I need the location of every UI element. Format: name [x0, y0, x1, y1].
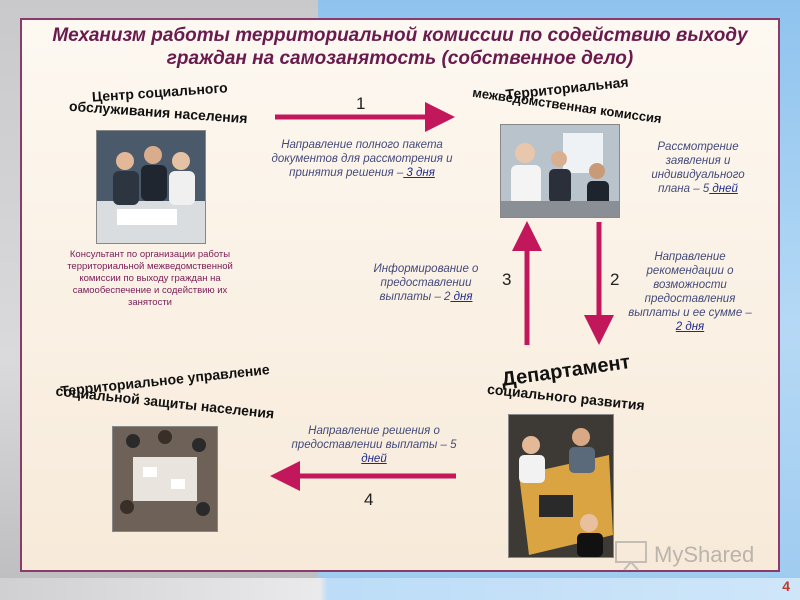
title-line2: граждан на самозанятость (собственное де…	[166, 48, 634, 69]
page-number: 4	[782, 578, 790, 594]
step-4-text: Направление решения о предоставлении вып…	[288, 424, 460, 466]
photo-commission-meeting	[500, 124, 620, 218]
review-desc: Рассмотрение заявления и индивидуального…	[651, 141, 745, 195]
title-line1: Механизм работы территориальной комиссии…	[52, 25, 748, 46]
node-upravlenie-label: Территориальное управление социальной за…	[40, 361, 290, 421]
slide-title: Механизм работы территориальной комиссии…	[30, 24, 770, 70]
node-department-label: Департамент социального развития	[466, 351, 666, 413]
step-1-text: Направление полного пакета документов дл…	[266, 138, 458, 180]
photo-department-work	[508, 414, 614, 558]
review-text: Рассмотрение заявления и индивидуального…	[634, 140, 762, 196]
step-1-desc: Направление полного пакета документов дл…	[271, 139, 453, 179]
step-1-term: 3 дня	[403, 167, 435, 179]
step-1-number: 1	[356, 94, 366, 113]
step-3-number: 3	[502, 270, 512, 289]
photo-upravlenie-meeting	[112, 426, 218, 532]
watermark-text: MyShared	[654, 542, 755, 567]
step-3-term: дня	[450, 291, 473, 303]
watermark: MyShared	[612, 538, 772, 572]
step-2-term: 2 дня	[675, 321, 705, 333]
step-3-desc: Информирование о предоставлении выплаты …	[373, 263, 479, 303]
step-2-number: 2	[610, 270, 620, 289]
bottom-strip	[0, 578, 800, 600]
step-3-text: Информирование о предоставлении выплаты …	[356, 262, 496, 304]
photo-center-meeting	[96, 130, 206, 244]
step-2-desc: Направление рекомендации о возможности п…	[628, 251, 752, 319]
step-4-number: 4	[364, 490, 374, 509]
node-commission-label: Территориальная межведомственная комисси…	[462, 74, 672, 127]
step-2-text: Направление рекомендации о возможности п…	[628, 250, 752, 334]
consultant-note: Консультант по организации работы террит…	[67, 249, 233, 308]
presentation-icon	[615, 541, 647, 571]
step-4-term: дней	[361, 453, 387, 465]
review-term: дней	[709, 183, 738, 195]
step-4-desc: Направление решения о предоставлении вып…	[291, 425, 457, 451]
